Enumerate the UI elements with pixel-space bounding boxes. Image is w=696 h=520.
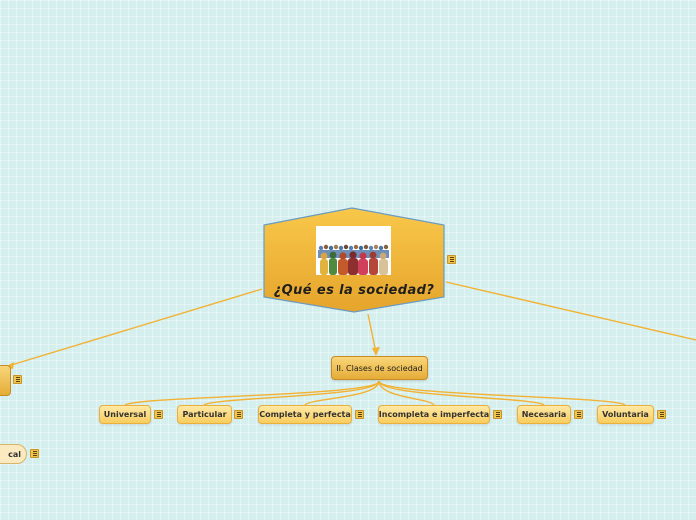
topic-universal[interactable]: Universal: [99, 405, 151, 424]
voluntaria-menu-icon[interactable]: [657, 410, 666, 419]
left-subtopic-partial[interactable]: cal: [0, 444, 27, 464]
topic-voluntaria[interactable]: Voluntaria: [597, 405, 654, 424]
link-branch-to-completa: [304, 380, 380, 406]
left-subtopic-menu-icon[interactable]: [30, 449, 39, 458]
crowd-front-people: [320, 251, 388, 275]
universal-menu-icon[interactable]: [154, 410, 163, 419]
topic-necesaria[interactable]: Necesaria: [517, 405, 571, 424]
link-branch-to-particular: [203, 380, 380, 406]
link-branch-to-incompleta: [378, 380, 435, 406]
left-branch-menu-icon[interactable]: [13, 375, 22, 384]
necesaria-menu-icon[interactable]: [574, 410, 583, 419]
link-central-to-right-offscreen: [445, 281, 696, 341]
main-branch-clases-de-sociedad[interactable]: II. Clases de sociedad: [331, 356, 428, 380]
crowd-people-image: [316, 226, 391, 275]
topic-completa-y-perfecta[interactable]: Completa y perfecta: [258, 405, 352, 424]
link-branch-to-voluntaria: [378, 380, 626, 406]
central-title: ¿Qué es la sociedad?: [273, 283, 435, 298]
left-branch-node-partial[interactable]: [0, 365, 11, 396]
arrowhead-main-branch: [372, 347, 380, 356]
link-central-to-left-node: [7, 288, 263, 367]
link-central-to-main-branch: [367, 313, 377, 354]
link-branch-to-necesaria: [378, 380, 545, 406]
topic-particular[interactable]: Particular: [177, 405, 232, 424]
incompleta-menu-icon[interactable]: [493, 410, 502, 419]
completa-menu-icon[interactable]: [355, 410, 364, 419]
topic-incompleta-e-imperfecta[interactable]: Incompleta e imperfecta: [378, 405, 490, 424]
central-menu-icon[interactable]: [447, 255, 456, 264]
particular-menu-icon[interactable]: [234, 410, 243, 419]
link-branch-to-universal: [124, 380, 380, 406]
